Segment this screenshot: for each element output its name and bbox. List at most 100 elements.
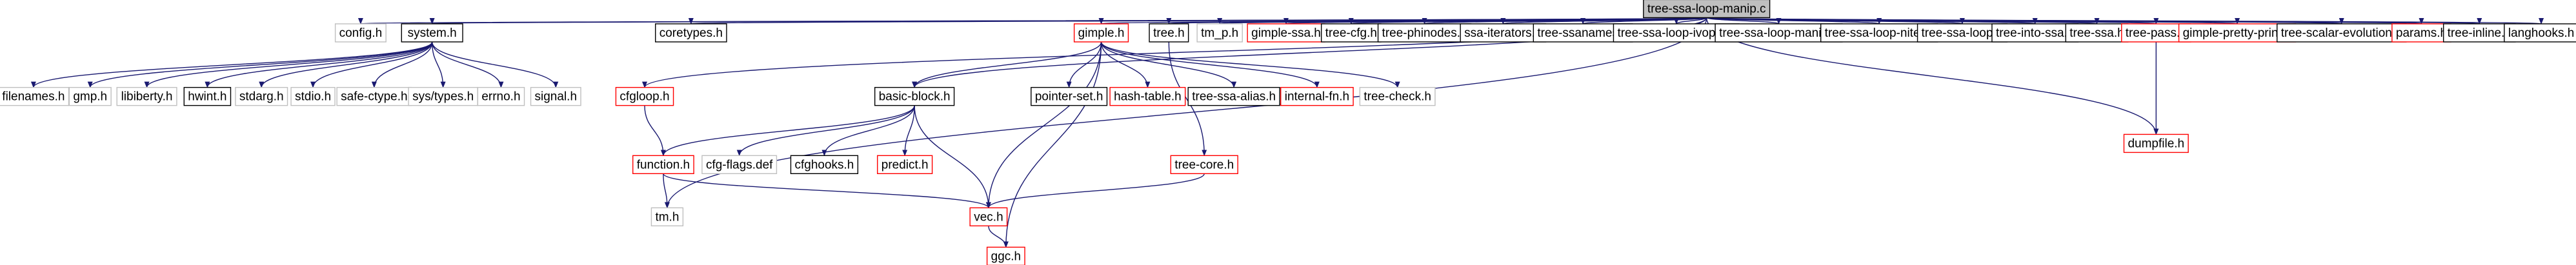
node-safe-ctype-h[interactable]: safe-ctype.h (336, 86, 412, 106)
node-label: tree-pass.h (2126, 26, 2187, 40)
node-label: tree.h (1153, 26, 1185, 40)
node-tree-ssa-h[interactable]: tree-ssa.h (2065, 23, 2129, 43)
node-label: gimple.h (1078, 26, 1125, 40)
node-label: tree-inline.h (2448, 26, 2511, 40)
node-signal-h[interactable]: signal.h (530, 86, 581, 106)
node-function-h[interactable]: function.h (632, 155, 694, 174)
node-box (1359, 86, 1436, 106)
node-box (615, 86, 674, 106)
edge-root-to-langhooks_h (1706, 17, 2542, 25)
node-label: cfgloop.h (619, 90, 669, 104)
node-sys-types-h[interactable]: sys/types.h (408, 86, 478, 106)
node-tree-scalar-evolution-h[interactable]: tree-scalar-evolution.h (2277, 23, 2407, 43)
node-gmp-h[interactable]: gmp.h (68, 86, 112, 106)
node-errno-h[interactable]: errno.h (477, 86, 525, 106)
node-tree-into-ssa-h[interactable]: tree-into-ssa.h (1991, 23, 2079, 43)
node-label: tree-into-ssa.h (1996, 26, 2074, 40)
node-label: gimple-ssa.h (1251, 26, 1321, 40)
node-tree-h[interactable]: tree.h (1149, 23, 1189, 43)
node-box (1031, 86, 1108, 106)
node-gimple-pretty-print-h[interactable]: gimple-pretty-print.h (2178, 23, 2297, 43)
edge-system_h-to-filenames_h (31, 41, 433, 88)
node-label: errno.h (481, 90, 520, 104)
node-label: sys/types.h (412, 90, 474, 104)
node-stdarg-h[interactable]: stdarg.h (235, 86, 288, 106)
node-label: tree-check.h (1363, 90, 1431, 104)
node-predict-h[interactable]: predict.h (877, 155, 933, 174)
node-root[interactable]: tree-ssa-loop-manip.c (1643, 0, 1771, 19)
edge-cfgloop_h-to-function_h (644, 105, 666, 157)
node-coretypes-h[interactable]: coretypes.h (655, 23, 727, 43)
node-config-h[interactable]: config.h (334, 23, 387, 43)
node-langhooks-h[interactable]: langhooks.h (2504, 23, 2576, 43)
edge-basic_block_h-to-cfghooks_h (821, 105, 915, 157)
node-box (969, 207, 1008, 227)
node-label: cfghooks.h (794, 158, 854, 172)
edge-root-to-tm_h (665, 17, 1707, 209)
node-basic-block-h[interactable]: basic-block.h (874, 86, 955, 106)
node-params-h[interactable]: params.h (2391, 23, 2451, 43)
edge-basic_block_h-to-function_h (661, 105, 915, 157)
node-label: hash-table.h (1114, 90, 1182, 104)
node-tree-core-h[interactable]: tree-core.h (1170, 155, 1238, 174)
node-cfghooks-h[interactable]: cfghooks.h (790, 155, 859, 174)
edge-gimple_h-to-vec_h (985, 41, 1102, 209)
node-box (1643, 0, 1771, 19)
node-tree-check-h[interactable]: tree-check.h (1359, 86, 1436, 106)
node-box (701, 155, 778, 174)
node-tree-inline-h[interactable]: tree-inline.h (2442, 23, 2516, 43)
node-label: tree-scalar-evolution.h (2281, 26, 2402, 40)
node-tm-p-h[interactable]: tm_p.h (1196, 23, 1243, 43)
node-gimple-h[interactable]: gimple.h (1073, 23, 1129, 43)
node-box (336, 86, 412, 106)
node-dumpfile-h[interactable]: dumpfile.h (2123, 133, 2189, 153)
edge-gimple_h-to-tree_check_h (1100, 41, 1400, 88)
node-libiberty-h[interactable]: libiberty.h (116, 86, 177, 106)
node-label: ssa-iterators.h (1464, 26, 1542, 40)
edge-system_h-to-stdio_h (310, 41, 433, 88)
node-box (235, 86, 288, 106)
node-box (874, 86, 955, 106)
node-label: libiberty.h (121, 90, 173, 104)
edge-root-to-tree_ssa_loop_ivopts_h (1673, 17, 1707, 25)
node-hash-table-h[interactable]: hash-table.h (1109, 86, 1186, 106)
node-label: ggc.h (991, 250, 1021, 263)
node-box (1073, 23, 1129, 43)
node-pointer-set-h[interactable]: pointer-set.h (1031, 86, 1108, 106)
edge-gimple_h-to-internal_fn_h (1100, 41, 1320, 88)
node-tree-ssa-alias-h[interactable]: tree-ssa-alias.h (1187, 86, 1280, 106)
node-label: pointer-set.h (1035, 90, 1103, 104)
node-tree-cfg-h[interactable]: tree-cfg.h (1320, 23, 1382, 43)
node-stdio-h[interactable]: stdio.h (290, 86, 336, 106)
node-internal-fn-h[interactable]: internal-fn.h (1280, 86, 1354, 106)
edge-system_h-to-gmp_h (87, 41, 433, 88)
node-box (2504, 23, 2576, 43)
node-system-h[interactable]: system.h (401, 23, 463, 43)
node-label: coretypes.h (659, 26, 723, 40)
node-tm-h[interactable]: tm.h (650, 207, 684, 227)
node-box (1377, 23, 1472, 43)
node-cfgloop-h[interactable]: cfgloop.h (615, 86, 674, 106)
node-box (877, 155, 933, 174)
node-box (986, 246, 1025, 265)
node-vec-h[interactable]: vec.h (969, 207, 1008, 227)
edge-system_h-to-sys_types_h (431, 41, 446, 88)
node-label: langhooks.h (2508, 26, 2574, 40)
node-cfg-flags-def[interactable]: cfg-flags.def (701, 155, 778, 174)
node-box (0, 86, 70, 106)
node-hwint-h[interactable]: hwint.h (183, 86, 232, 106)
node-ggc-h[interactable]: ggc.h (986, 246, 1025, 265)
node-box (1187, 86, 1280, 106)
node-gimple-ssa-h[interactable]: gimple-ssa.h (1247, 23, 1325, 43)
edge-gimple_h-to-hash_table_h (1100, 41, 1151, 88)
node-label: system.h (408, 26, 457, 40)
node-box (68, 86, 112, 106)
node-box (632, 155, 694, 174)
node-box (1320, 23, 1382, 43)
node-label: tm.h (655, 210, 679, 224)
node-tree-phinodes-h[interactable]: tree-phinodes.h (1377, 23, 1472, 43)
edge-function_h-to-vec_h (663, 173, 991, 209)
node-label: tree-cfg.h (1325, 26, 1377, 40)
node-filenames-h[interactable]: filenames.h (0, 86, 70, 106)
